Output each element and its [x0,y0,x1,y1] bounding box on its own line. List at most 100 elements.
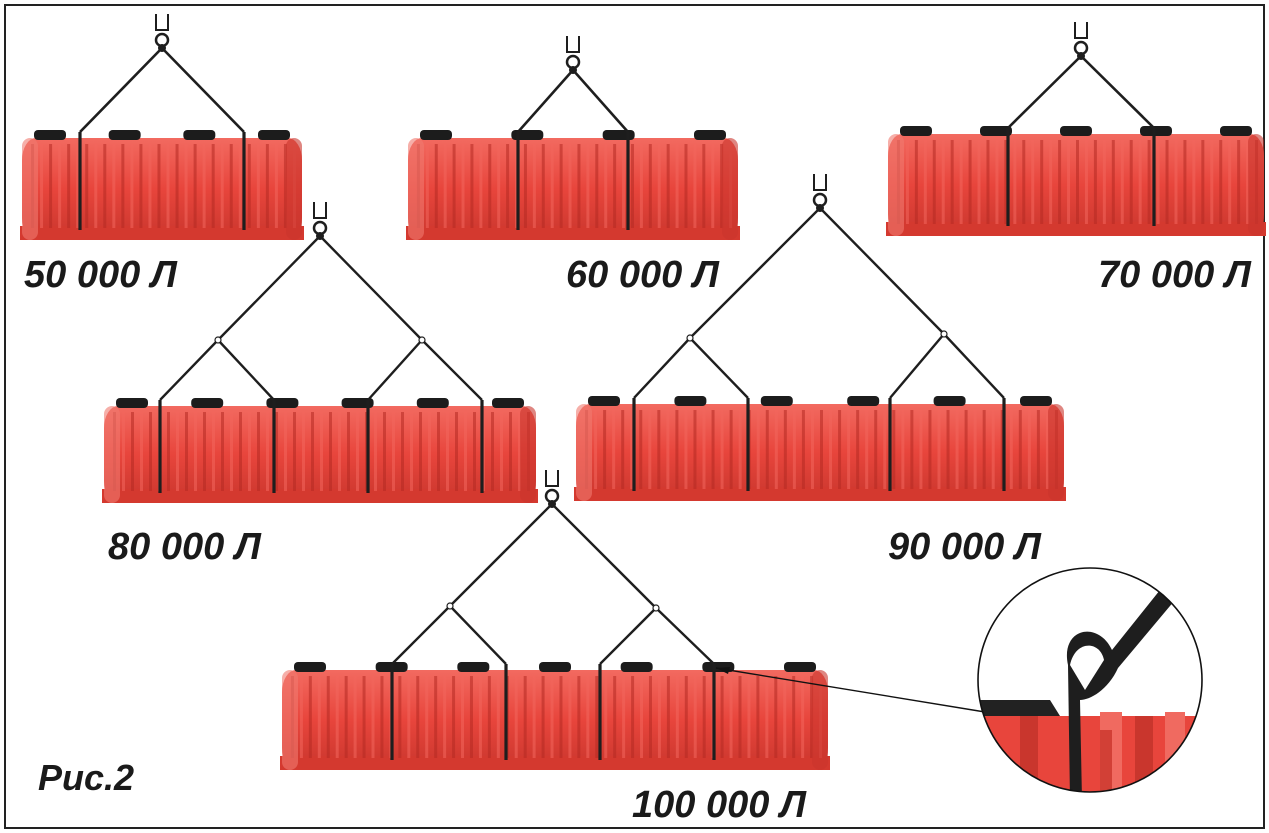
tank-rib [657,410,661,489]
tank-rib [977,140,981,224]
tank-rib [491,412,494,491]
tank-rib [383,412,386,491]
hatch-cap [34,130,66,140]
tank-rib [425,676,429,758]
tank-rib [326,676,330,758]
tank-rib [838,410,842,489]
tank-rib [738,676,742,758]
tank-rib [711,410,715,489]
tank-rib [473,412,476,491]
hatch-cap [183,130,216,140]
sling-line [217,235,321,341]
tank-rib [612,410,616,489]
tank-end-left [104,406,120,503]
tank-rib [932,140,936,224]
hatch-cap [511,130,544,140]
capacity-label-80: 80 000 Л [108,526,261,568]
tank-rib [452,144,456,228]
tank-rib [774,410,778,489]
tank-rib [657,144,661,228]
tank-rib [928,410,932,489]
tank-rib [1219,140,1223,224]
tank-end-left [282,670,298,770]
tank-rib [374,412,377,491]
sling-line [319,235,423,341]
tank-rib [130,144,134,228]
tank-rib [94,144,98,228]
tank-rib [1183,140,1187,224]
tank-rib [238,144,242,228]
sling-line [655,607,715,665]
tank-rib [756,676,760,758]
tank-rib [559,676,563,758]
tank-rib [452,676,456,758]
capacity-label-70: 70 000 Л [1098,254,1251,296]
tank-rib [416,676,420,758]
tank-rib [257,412,260,491]
tank-rib [630,410,634,489]
tank-rib [488,144,492,228]
tank-50-body [22,138,302,240]
sling-line [943,333,1005,399]
tank-end-left [888,134,904,236]
tank-rib [353,676,357,758]
tank-rib [523,144,527,228]
tank-rib [275,412,278,491]
tank-rib [892,410,896,489]
tank-rib [425,144,429,228]
tank-rib [335,676,339,758]
hatch-cap [900,126,932,136]
tank-rib [487,676,491,758]
tank-rib [693,144,697,228]
tank-rib [702,410,706,489]
tank-rib [765,410,769,489]
tank-rib [905,140,909,224]
tank-rib [344,676,348,758]
tank-rib [1165,140,1169,224]
tank-rib [684,676,688,758]
figure-label: Рис.2 [38,757,135,798]
hatch-cap [1140,126,1172,136]
tank-rib [193,144,197,228]
sling-line [367,339,423,401]
tank-rib [702,676,706,758]
crane-hook-icon [313,202,327,219]
hatch-cap [258,130,290,140]
tank-rib [265,144,269,228]
tank-rib [604,676,608,758]
tank-rib [229,144,233,228]
crane-hook-icon [545,470,559,487]
tank-rib [532,144,536,228]
tank-rib [1084,140,1088,224]
tank-rib [675,144,679,228]
tank-rib [729,676,733,758]
tank-100-base [280,756,830,770]
sling-line [551,503,657,609]
tank-rib [950,140,954,224]
tank-rib [594,410,598,489]
tank-rib [941,140,945,224]
tank-rib [329,412,332,491]
sling-joint [686,334,694,342]
tank-rib [666,410,670,489]
sling-joint [418,336,426,344]
tank-60 [406,36,740,240]
hatch-cap [602,130,635,140]
tank-rib [1246,140,1250,224]
tank-rib [266,412,269,491]
hatch-cap [420,130,452,140]
tank-rib [613,144,617,228]
tank-end-right [520,406,536,503]
sling-line [161,47,245,133]
tank-rib [347,412,350,491]
tank-rib [586,676,590,758]
tank-rib [283,144,287,228]
sling-joint [446,602,454,610]
tank-60-base [406,226,740,240]
tank-rib [185,412,188,491]
sling-line [889,333,945,399]
tank-end-left [408,138,424,240]
tank-rib [221,412,224,491]
tank-rib [541,144,545,228]
